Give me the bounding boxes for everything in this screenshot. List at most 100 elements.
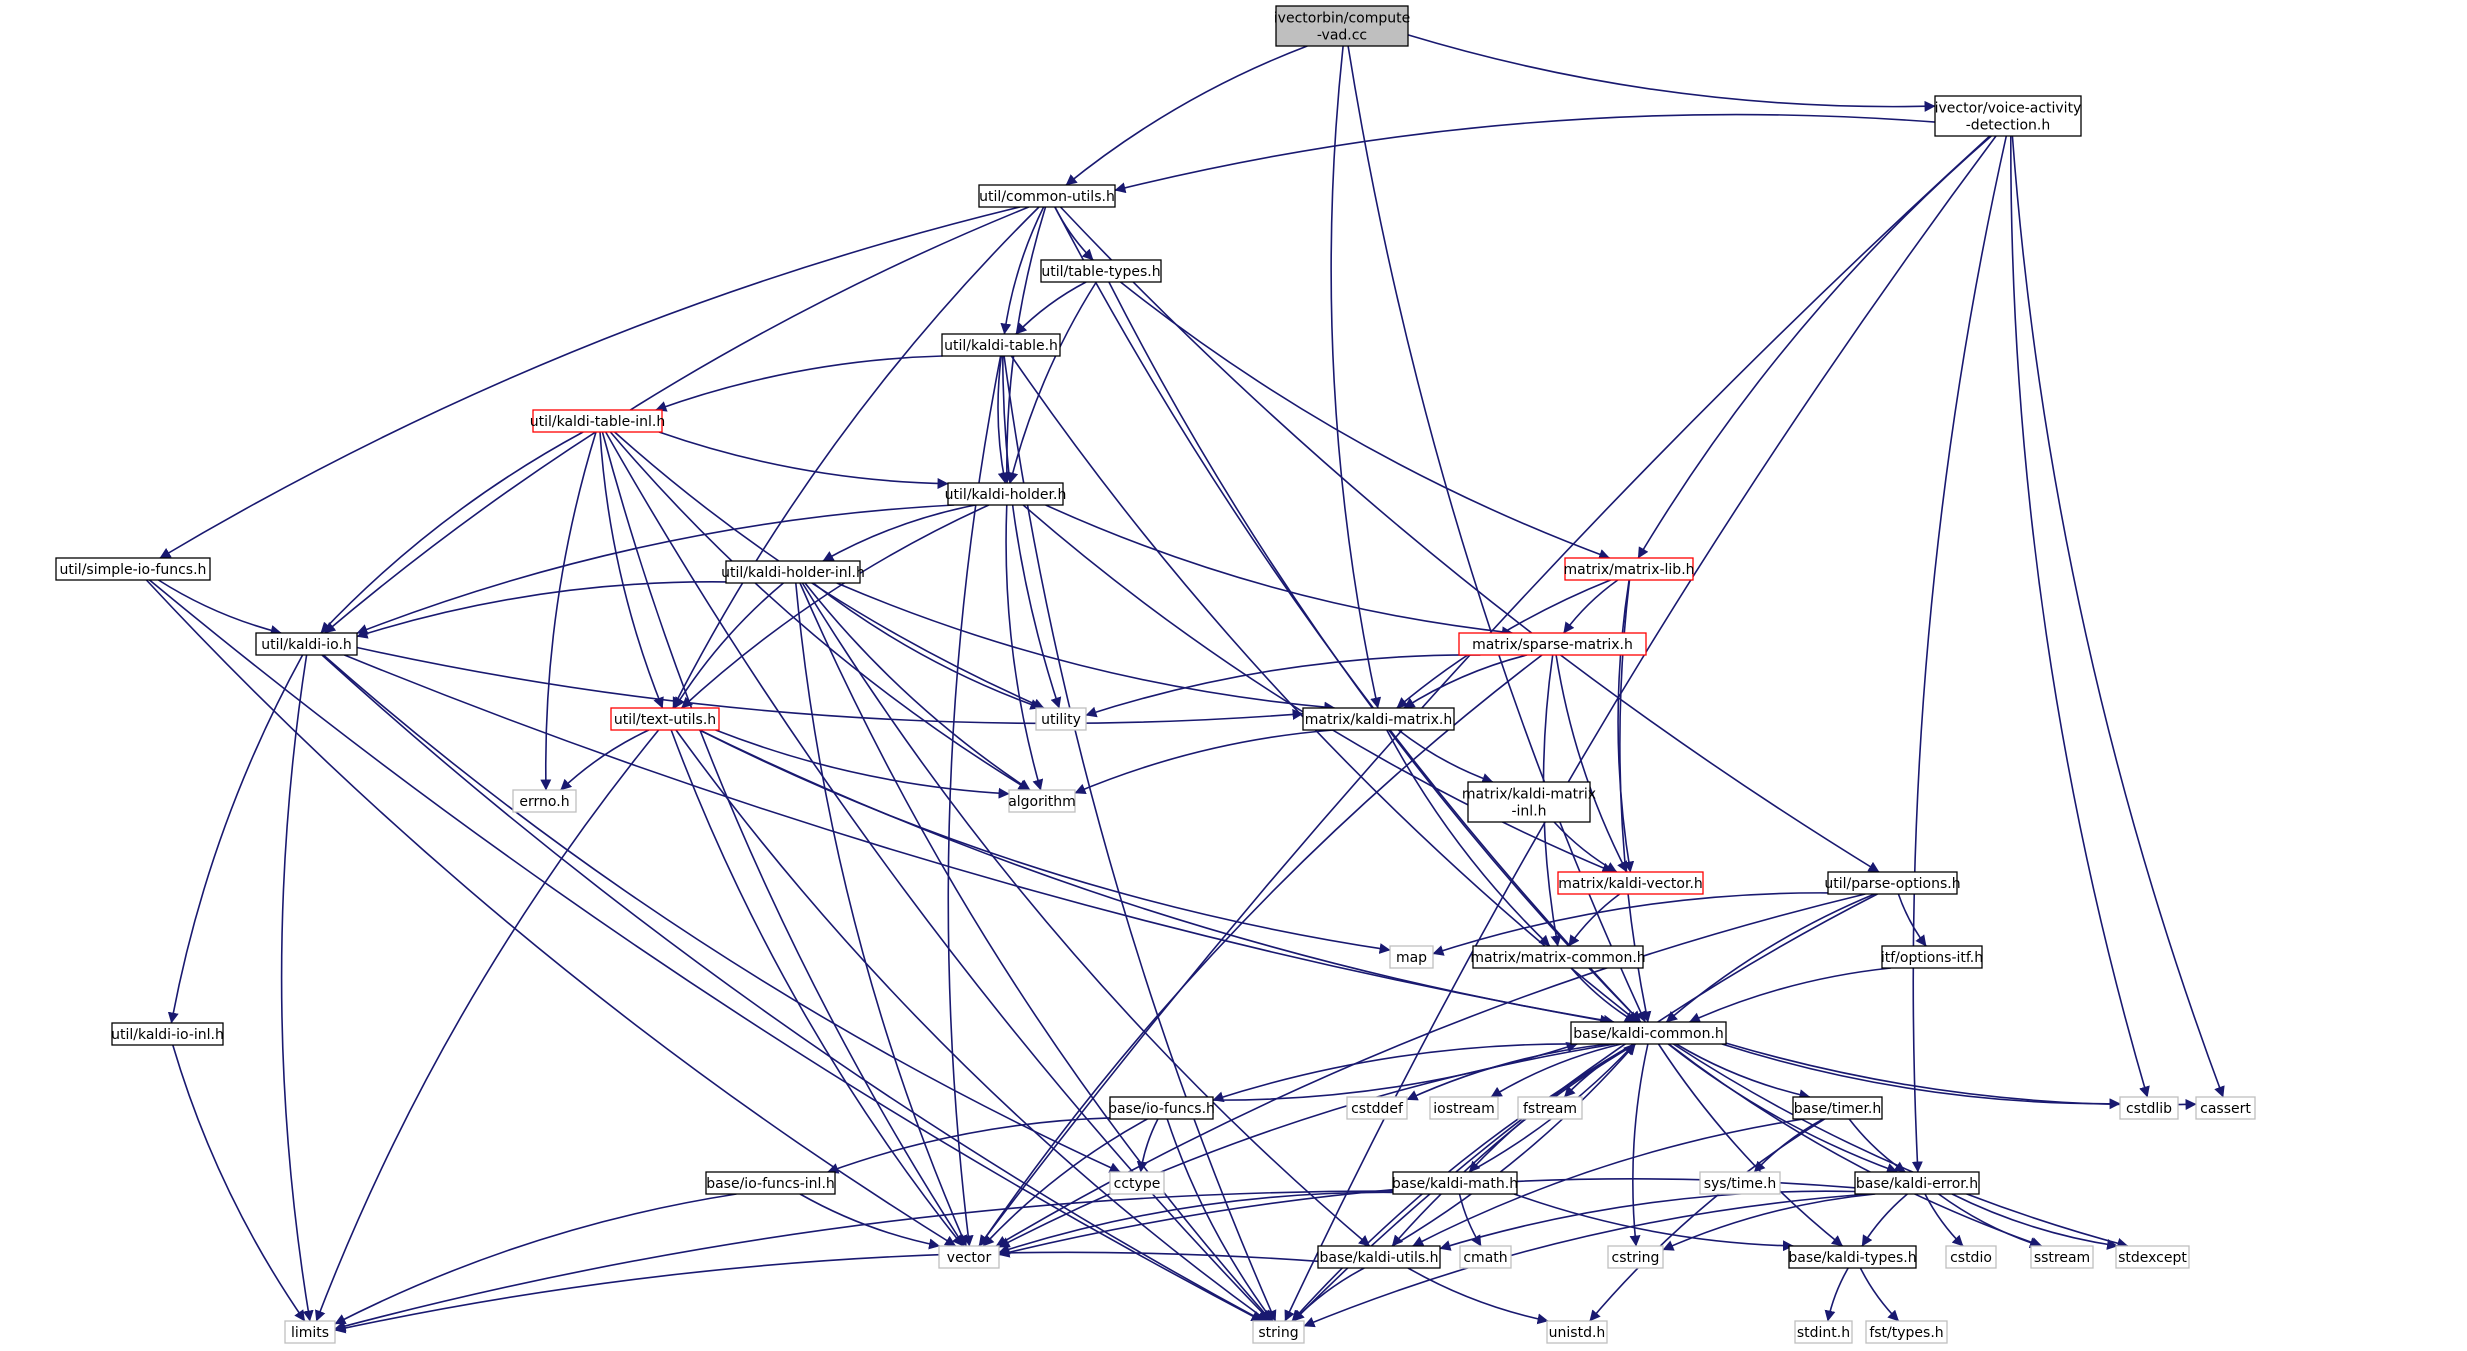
node-label: itf/options-itf.h xyxy=(1881,950,1983,966)
node-common-utils[interactable]: util/common-utils.h xyxy=(978,184,1116,208)
node-label: util/text-utils.h xyxy=(614,712,716,728)
node-box xyxy=(1564,557,1694,581)
node-kaldi-table-inl[interactable]: util/kaldi-table-inl.h xyxy=(530,409,666,433)
node-fst-types: fst/types.h xyxy=(1865,1320,1948,1344)
node-parse-options[interactable]: util/parse-options.h xyxy=(1824,871,1961,895)
node-label: util/table-types.h xyxy=(1041,264,1160,280)
node-box xyxy=(532,409,663,433)
edge-common_utils-to-text_utils xyxy=(672,206,1040,709)
node-box xyxy=(2115,1245,2190,1269)
edge-kaldi_math-to-limits xyxy=(334,1190,1394,1332)
edge-simple_io-to-kaldi_io xyxy=(157,579,282,636)
edge-kaldi_table_inl-to-errno xyxy=(540,431,597,791)
node-label: fst/types.h xyxy=(1869,1325,1943,1341)
node-box xyxy=(1934,95,2082,137)
node-box xyxy=(1472,945,1644,969)
node-kaldi-math[interactable]: base/kaldi-math.h xyxy=(1392,1171,1518,1195)
node-kaldi-io[interactable]: util/kaldi-io.h xyxy=(255,632,358,656)
node-matrix-lib[interactable]: matrix/matrix-lib.h xyxy=(1563,557,1695,581)
edge-table_types-to-matrix_lib xyxy=(1120,281,1611,560)
node-box xyxy=(705,1171,836,1195)
node-label: util/simple-io-funcs.h xyxy=(60,562,207,578)
edge-kaldi_holder_inl-to-string xyxy=(799,582,1273,1322)
edge-io_funcs-to-kaldi_common xyxy=(1212,1041,1578,1101)
edge-io_funcs-to-cctype xyxy=(1136,1118,1159,1173)
node-label: ivector/voice-activity xyxy=(1935,101,2082,117)
edge-parse_options-to-options_itf xyxy=(1897,893,1927,947)
edge-kaldi_table_inl-to-kaldi_holder xyxy=(658,431,949,490)
node-iostream: iostream xyxy=(1429,1096,1499,1120)
node-label: cctype xyxy=(1114,1176,1161,1192)
node-box xyxy=(1317,1245,1441,1269)
edge-kaldi_io-to-kaldi_matrix xyxy=(356,646,1304,725)
node-root[interactable]: ivectorbin/compute-vad.cc xyxy=(1274,5,1410,47)
node-text-utils[interactable]: util/text-utils.h xyxy=(610,707,720,731)
node-vector: vector xyxy=(938,1245,1000,1269)
edge-kaldi_table-to-kaldi_common xyxy=(1010,355,1639,1023)
node-label: sstream xyxy=(2034,1250,2090,1266)
node-sstream: sstream xyxy=(2030,1245,2094,1269)
edge-kaldi_common-to-cstdlib xyxy=(1721,1043,2121,1110)
node-label: base/io-funcs-inl.h xyxy=(706,1176,835,1192)
node-io-funcs[interactable]: base/io-funcs.h xyxy=(1108,1096,1215,1120)
node-simple-io[interactable]: util/simple-io-funcs.h xyxy=(55,557,211,581)
node-map: map xyxy=(1389,945,1434,969)
node-sparse-matrix[interactable]: matrix/sparse-matrix.h xyxy=(1458,632,1647,656)
node-kaldi-holder-inl[interactable]: util/kaldi-holder-inl.h xyxy=(721,560,865,584)
edge-common_utils-to-kaldi_table xyxy=(1000,206,1045,335)
edge-text_utils-to-algorithm xyxy=(715,729,1010,799)
edge-kaldi_matrix-to-algorithm xyxy=(1074,729,1334,795)
node-label: cstdlib xyxy=(2126,1101,2172,1117)
node-matrix-common[interactable]: matrix/matrix-common.h xyxy=(1470,945,1646,969)
node-options-itf[interactable]: itf/options-itf.h xyxy=(1881,945,1983,969)
node-kaldi-matrix[interactable]: matrix/kaldi-matrix.h xyxy=(1302,707,1455,731)
node-label: util/kaldi-io.h xyxy=(261,637,352,653)
node-cassert: cassert xyxy=(2195,1096,2256,1120)
edge-kaldi_table_inl-to-vector xyxy=(601,431,965,1247)
node-label: stdexcept xyxy=(2118,1250,2187,1266)
node-unistd: unistd.h xyxy=(1546,1320,1608,1344)
node-box xyxy=(1389,945,1434,969)
node-box xyxy=(1792,1096,1883,1120)
node-kaldi-vector[interactable]: matrix/kaldi-vector.h xyxy=(1557,871,1704,895)
node-box xyxy=(1109,1096,1214,1120)
edge-vad-to-cassert xyxy=(2011,135,2225,1098)
node-kaldi-types[interactable]: base/kaldi-types.h xyxy=(1788,1245,1917,1269)
node-label: matrix/kaldi-matrix.h xyxy=(1305,712,1452,728)
edge-common_utils-to-simple_io xyxy=(159,206,1021,559)
edge-kaldi_holder_inl-to-text_utils xyxy=(673,582,784,709)
node-kaldi-holder[interactable]: util/kaldi-holder.h xyxy=(945,482,1067,506)
node-vad[interactable]: ivector/voice-activity-detection.h xyxy=(1934,95,2082,137)
node-label: base/kaldi-utils.h xyxy=(1319,1250,1438,1266)
node-timer[interactable]: base/timer.h xyxy=(1792,1096,1883,1120)
node-kaldi-common[interactable]: base/kaldi-common.h xyxy=(1570,1021,1727,1045)
edge-kaldi_vector-to-matrix_common xyxy=(1568,893,1621,947)
edge-text_utils-to-kaldi_common xyxy=(699,729,1615,1026)
node-box xyxy=(1109,1171,1165,1195)
node-label: -vad.cc xyxy=(1317,28,1367,44)
node-cstdio: cstdio xyxy=(1945,1245,1997,1269)
edge-sparse_matrix-to-kaldi_vector xyxy=(1555,654,1628,873)
node-box xyxy=(941,333,1061,357)
node-io-funcs-inl[interactable]: base/io-funcs-inl.h xyxy=(705,1171,836,1195)
node-kaldi-error[interactable]: base/kaldi-error.h xyxy=(1854,1171,1980,1195)
edge-kaldi_math-to-kaldi_types xyxy=(1513,1193,1794,1252)
node-kaldi-matrix-inl[interactable]: matrix/kaldi-matrix-inl.h xyxy=(1462,781,1596,823)
node-label: iostream xyxy=(1433,1101,1495,1117)
edge-simple_io-to-vector xyxy=(145,579,957,1247)
edge-kaldi_utils-to-unistd xyxy=(1407,1267,1549,1325)
node-box xyxy=(1302,707,1455,731)
node-sys-time: sys/time.h xyxy=(1699,1171,1781,1195)
node-label: map xyxy=(1396,950,1427,966)
node-table-types[interactable]: util/table-types.h xyxy=(1040,259,1162,283)
node-kaldi-table[interactable]: util/kaldi-table.h xyxy=(941,333,1061,357)
node-cctype: cctype xyxy=(1109,1171,1165,1195)
edge-kaldi_common-to-io_funcs xyxy=(1212,1043,1578,1103)
node-kaldi-io-inl[interactable]: util/kaldi-io-inl.h xyxy=(111,1022,224,1046)
edge-kaldi_holder_inl-to-kaldi_matrix xyxy=(836,582,1336,713)
edge-kaldi_matrix-to-matrix_common xyxy=(1386,729,1551,947)
node-kaldi-utils[interactable]: base/kaldi-utils.h xyxy=(1317,1245,1441,1269)
edge-kaldi_io-to-kaldi_io_inl xyxy=(167,654,304,1024)
node-label: util/common-utils.h xyxy=(979,189,1115,205)
